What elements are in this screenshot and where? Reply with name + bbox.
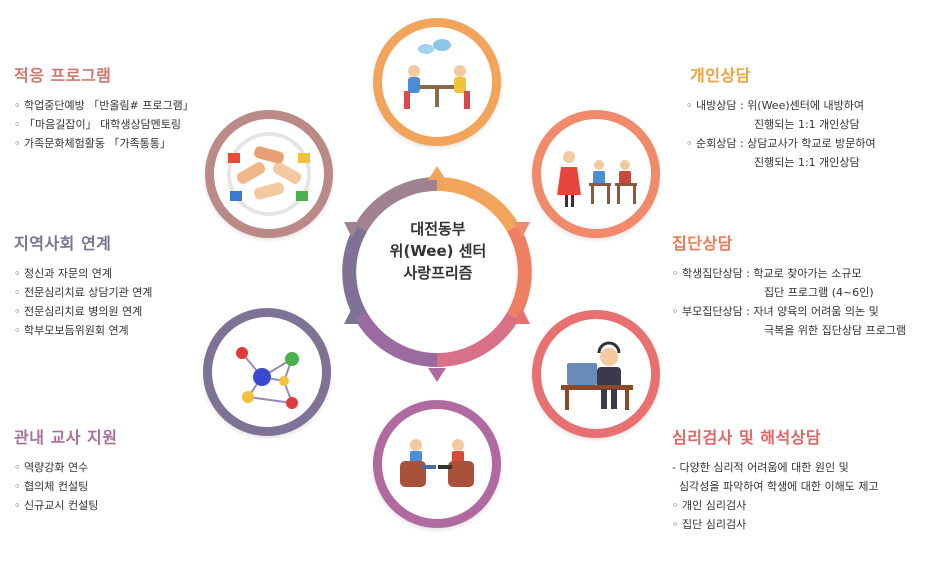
arrow-bottom-left xyxy=(344,308,360,324)
section-title-group: 집단상담 xyxy=(672,234,733,253)
ring-arc-top-left xyxy=(354,177,438,232)
section-title-adaptation: 적응 프로그램 xyxy=(14,66,112,85)
section-community-link: 지역사회 연계 ◦ 정신과 자문의 연계 ◦ 전문심리치료 상담기관 연계 ◦ … xyxy=(14,230,152,340)
ring-arc-right xyxy=(506,224,532,320)
counseling-chairs-icon xyxy=(400,439,474,487)
list-item-main: ◦ 부모집단상담 : 자녀 양육의 어려움 의논 및 xyxy=(672,305,879,318)
ring-arc-top-right xyxy=(436,177,520,232)
group-list: ◦ 학생집단상담 : 학교로 찾아가는 소규모 집단 프로그램 (4~6인) ◦… xyxy=(672,264,906,340)
test-list: - 다양한 심리적 어려움에 대한 원인 및 심각성을 파악하여 학생에 대한 … xyxy=(672,458,879,534)
community-list: ◦ 정신과 자문의 연계 ◦ 전문심리치료 상담기관 연계 ◦ 전문심리치료 병… xyxy=(14,264,152,340)
section-title-teacher: 관내 교사 지원 xyxy=(14,428,118,447)
list-item: ◦ 순회상담 : 상담교사가 학교로 방문하여 진행되는 1:1 개인상담 xyxy=(686,134,876,172)
individual-list: ◦ 내방상담 : 위(Wee)센터에 내방하여 진행되는 1:1 개인상담 ◦ … xyxy=(686,96,876,172)
node-network xyxy=(203,308,331,436)
section-group-counseling: 집단상담 ◦ 학생집단상담 : 학교로 찾아가는 소규모 집단 프로그램 (4~… xyxy=(672,230,906,340)
list-item: ◦ 집단 심리검사 xyxy=(672,518,747,531)
list-item-cont: 진행되는 1:1 개인상담 xyxy=(754,118,860,131)
list-item: - 다양한 심리적 어려움에 대한 원인 및 xyxy=(672,461,849,474)
node-teacher-visit xyxy=(532,110,660,238)
list-item: ◦ 가족문화체험활동 「가족통통」 xyxy=(14,137,171,150)
teacher-list: ◦ 역량강화 연수 ◦ 협의체 컨설팅 ◦ 신규교시 컨설팅 xyxy=(14,458,117,515)
teacher-visit-icon xyxy=(557,151,637,207)
list-item-cont: 집단 프로그램 (4~6인) xyxy=(764,286,874,299)
list-item-main: ◦ 내방상담 : 위(Wee)센터에 내방하여 xyxy=(686,99,864,112)
section-psych-test: 심리검사 및 해석상담 - 다양한 심리적 어려움에 대한 원인 및 심각성을 … xyxy=(672,424,879,534)
center-title: 대전동부 위(Wee) 센터 사랑프리즘 xyxy=(378,218,498,284)
section-individual-counseling: 개인상담 ◦ 내방상담 : 위(Wee)센터에 내방하여 진행되는 1:1 개인… xyxy=(686,62,876,172)
section-title-community: 지역사회 연계 xyxy=(14,234,112,253)
list-item-main: ◦ 학생집단상담 : 학교로 찾아가는 소규모 xyxy=(672,267,862,280)
list-item: 심각성을 파악하여 학생에 대한 이해도 제고 xyxy=(672,480,879,493)
list-item: ◦ 학부모보듬위원회 연계 xyxy=(14,324,129,337)
list-item: ◦ 신규교시 컨설팅 xyxy=(14,499,99,512)
list-item: ◦ 내방상담 : 위(Wee)센터에 내방하여 진행되는 1:1 개인상담 xyxy=(686,96,876,134)
list-item: ◦ 학업중단예방 「반올림# 프로그램」 xyxy=(14,99,194,112)
arrow-top-right xyxy=(514,222,530,238)
section-title-individual: 개인상담 xyxy=(690,66,751,85)
section-title-test: 심리검사 및 해석상담 xyxy=(672,428,822,447)
list-item-main: ◦ 순회상담 : 상담교사가 학교로 방문하여 xyxy=(686,137,876,150)
list-item: ◦ 역량강화 연수 xyxy=(14,461,89,474)
adaptation-list: ◦ 학업중단예방 「반올림# 프로그램」 ◦ 「마음길잡이」 대학생상담멘토링 … xyxy=(14,96,194,153)
arrow-bottom xyxy=(428,368,446,382)
joined-hands-icon xyxy=(227,132,311,216)
ring-inner xyxy=(357,192,517,352)
ring-arc-bottom-left xyxy=(354,312,438,367)
list-item: ◦ 협의체 컨설팅 xyxy=(14,480,89,493)
node-joined-hands xyxy=(205,110,333,238)
arrow-top-left xyxy=(344,222,360,238)
node-psych-test xyxy=(532,310,660,438)
center-line-1: 대전동부 xyxy=(410,220,466,238)
ring-arc-left xyxy=(342,224,368,320)
arrow-bottom-right xyxy=(514,308,530,324)
section-teacher-support: 관내 교사 지원 ◦ 역량강화 연수 ◦ 협의체 컨설팅 ◦ 신규교시 컨설팅 xyxy=(14,424,117,515)
list-item: ◦ 학생집단상담 : 학교로 찾아가는 소규모 집단 프로그램 (4~6인) xyxy=(672,264,906,302)
node-counseling xyxy=(373,400,501,528)
psychological-test-icon xyxy=(561,341,633,410)
center-line-2: 위(Wee) 센터 xyxy=(389,242,487,260)
list-item: ◦ 「마음길잡이」 대학생상담멘토링 xyxy=(14,118,182,131)
list-item-cont: 극복을 위한 집단상담 프로그램 xyxy=(764,324,907,337)
list-item: ◦ 전문심리치료 상담기관 연계 xyxy=(14,286,153,299)
center-line-3: 사랑프리즘 xyxy=(403,264,473,282)
section-adaptation-program: 적응 프로그램 ◦ 학업중단예방 「반올림# 프로그램」 ◦ 「마음길잡이」 대… xyxy=(14,62,194,153)
node-group-meeting xyxy=(373,18,501,146)
list-item: ◦ 개인 심리검사 xyxy=(672,499,747,512)
list-item: ◦ 전문심리치료 병의원 연계 xyxy=(14,305,143,318)
list-item: ◦ 정신과 자문의 연계 xyxy=(14,267,112,280)
list-item-cont: 진행되는 1:1 개인상담 xyxy=(754,156,860,169)
arrow-top xyxy=(428,166,446,180)
group-meeting-icon xyxy=(404,39,470,109)
network-icon xyxy=(236,347,299,409)
list-item: ◦ 부모집단상담 : 자녀 양육의 어려움 의논 및 극복을 위한 집단상담 프… xyxy=(672,302,906,340)
ring-arc-bottom-right xyxy=(436,312,520,367)
